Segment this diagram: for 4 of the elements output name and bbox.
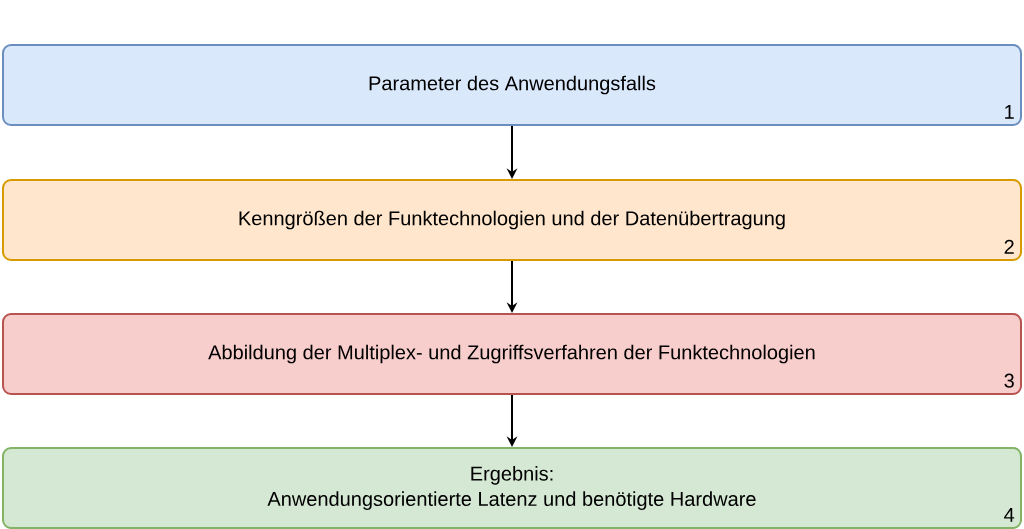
step-number: 1 <box>1005 105 1014 119</box>
step-number: 4 <box>1004 508 1015 522</box>
step-number: 2 <box>1004 239 1014 254</box>
step-number: 3 <box>1004 373 1014 388</box>
